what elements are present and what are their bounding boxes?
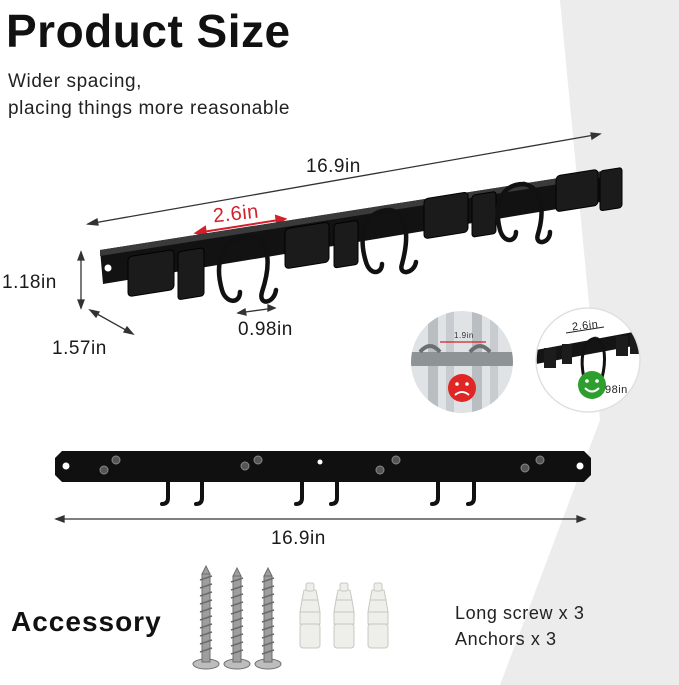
height-label: 1.18in xyxy=(2,272,57,293)
anchor-2 xyxy=(333,582,355,649)
anchors xyxy=(299,582,389,649)
anchor-3 xyxy=(367,582,389,649)
good-spacing-circle xyxy=(536,308,640,412)
screw-1 xyxy=(192,564,220,670)
length-dimension-arrow xyxy=(85,132,602,226)
flat-rack-rail xyxy=(55,451,591,482)
accessory-item-screws: Long screw x 3 xyxy=(455,603,585,623)
subtitle-line-2: placing things more reasonable xyxy=(8,98,291,119)
bottom-length-arrow xyxy=(54,515,587,523)
accessory-item-anchors: Anchors x 3 xyxy=(455,629,557,649)
accessory-title: Accessory xyxy=(11,606,162,637)
depth-label: 1.57in xyxy=(52,338,107,359)
hook-gap-arrow xyxy=(236,304,277,316)
good-partial-label: 98in xyxy=(605,384,628,396)
height-dimension-arrow xyxy=(77,250,85,310)
length-top-label: 16.9in xyxy=(306,156,361,177)
subtitle-line-1: Wider spacing, xyxy=(8,71,143,92)
top-rack-clamps xyxy=(127,167,623,300)
top-rack-hooks xyxy=(216,181,553,304)
screw-3 xyxy=(254,566,282,670)
hook-gap-label: 0.98in xyxy=(238,319,293,340)
spacing-red-arrow xyxy=(193,214,288,237)
sad-face-icon xyxy=(448,374,476,402)
anchor-1 xyxy=(299,582,321,649)
flat-rack-hooks xyxy=(160,480,476,506)
happy-face-icon xyxy=(578,371,606,399)
length-bottom-label: 16.9in xyxy=(271,528,326,549)
screw-2 xyxy=(223,566,251,670)
flat-rack-screws xyxy=(99,455,545,475)
depth-dimension-arrow xyxy=(88,308,135,336)
bad-spacing-label: 1.9in xyxy=(454,331,474,340)
screws xyxy=(192,564,282,670)
page-title: Product Size xyxy=(6,5,291,57)
